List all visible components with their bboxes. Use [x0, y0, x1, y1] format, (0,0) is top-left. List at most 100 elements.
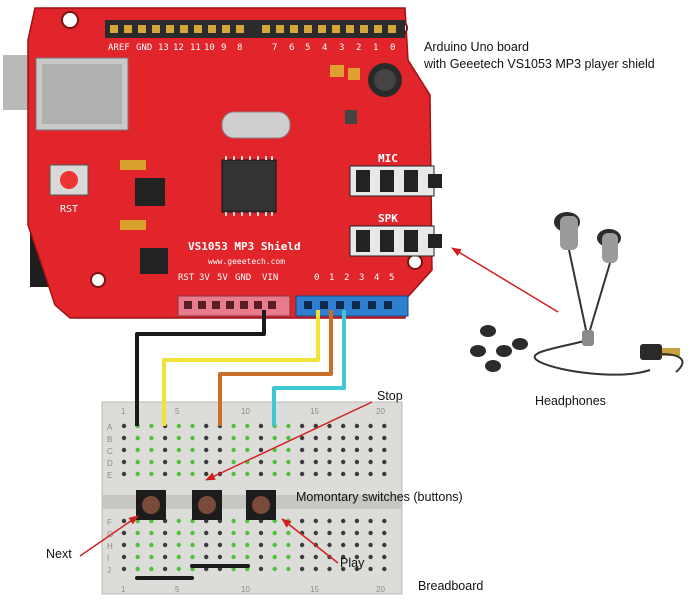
breadboard-hole [217, 530, 223, 536]
breadboard-hole [313, 447, 318, 453]
breadboard-hole [217, 554, 223, 560]
breadboard-hole [272, 554, 277, 560]
breadboard-hole [286, 554, 291, 560]
breadboard-hole [272, 566, 277, 572]
pin-label-2: 2 [356, 43, 361, 53]
breadboard-hole [121, 566, 127, 572]
breadboard-hole [245, 447, 250, 453]
breadboard-hole [135, 447, 140, 453]
breadboard-hole [245, 435, 250, 441]
breadboard-hole [341, 530, 346, 536]
breadboard-hole [341, 435, 346, 441]
breadboard-hole [190, 554, 195, 560]
mic-label: MIC [378, 152, 398, 165]
breadboard-hole [149, 447, 154, 453]
breadboard-hole [135, 459, 140, 465]
breadboard-hole [258, 459, 264, 465]
breadboard-hole [327, 423, 332, 429]
breadboard-hole [341, 542, 346, 548]
pin-label-6: 6 [289, 43, 294, 53]
breadboard-hole [258, 530, 264, 536]
analog-pin-5: 5 [389, 273, 394, 283]
breadboard-hole [162, 471, 168, 477]
pin-label-3: 3 [339, 43, 344, 53]
breadboard-hole [272, 471, 277, 477]
pin-label-9: 9 [221, 43, 226, 53]
breadboard-hole [286, 459, 291, 465]
breadboard-hole [149, 530, 154, 536]
power-pin-rst: RST [178, 273, 195, 283]
breadboard-hole [258, 447, 264, 453]
board-label-line1: Arduino Uno board [424, 40, 529, 54]
breadboard-hole [176, 435, 181, 441]
breadboard-hole [245, 554, 250, 560]
breadboard-hole [382, 566, 387, 572]
breadboard: A B C D E F G H I J 1 5 10 15 20 1 5 10 … [101, 401, 403, 595]
breadboard-hole [354, 423, 360, 429]
spk-label: SPK [378, 212, 398, 225]
breadboard-hole [341, 566, 346, 572]
switches-label: Momontary switches (buttons) [296, 490, 463, 504]
breadboard-hole [341, 518, 346, 524]
breadboard-hole [299, 435, 305, 441]
breadboard-hole [245, 423, 250, 429]
breadboard-hole [121, 423, 127, 429]
row-letter-j: J [107, 566, 111, 575]
breadboard-hole [204, 471, 209, 477]
breadboard-hole [231, 542, 236, 548]
spk-jack [349, 225, 442, 257]
button-next [136, 490, 166, 520]
breadboard-hole [382, 530, 387, 536]
headphones-label: Headphones [535, 394, 606, 408]
breadboard-hole [286, 447, 291, 453]
breadboard-hole [313, 435, 318, 441]
breadboard-hole [190, 471, 195, 477]
crystal [221, 111, 291, 139]
pin-label-13: 13 [158, 43, 169, 53]
col-number-1: 1 [121, 407, 126, 416]
breadboard-hole [162, 530, 168, 536]
breadboard-hole [245, 542, 250, 548]
breadboard-hole [299, 471, 305, 477]
breadboard-hole [368, 554, 373, 560]
breadboard-hole [299, 423, 305, 429]
breadboard-hole [354, 566, 360, 572]
breadboard-hole [354, 530, 360, 536]
breadboard-hole [176, 530, 181, 536]
breadboard-hole [368, 435, 373, 441]
breadboard-hole [368, 447, 373, 453]
row-letter-f: F [107, 518, 112, 527]
breadboard-hole [162, 459, 168, 465]
col-number-1-bottom: 1 [121, 585, 126, 594]
analog-header [295, 295, 409, 317]
arrow-next [79, 515, 139, 557]
analog-pin-0: 0 [314, 273, 319, 283]
breadboard-hole [327, 471, 332, 477]
analog-pin-1: 1 [329, 273, 334, 283]
pin-label-7: 7 [272, 43, 277, 53]
breadboard-hole [176, 447, 181, 453]
row-letter-d: D [107, 459, 113, 468]
breadboard-hole [258, 435, 264, 441]
breadboard-hole [190, 447, 195, 453]
breadboard-hole [135, 530, 140, 536]
breadboard-hole [121, 542, 127, 548]
pin-label-8: 8 [237, 43, 242, 53]
breadboard-hole [217, 459, 223, 465]
breadboard-hole [190, 435, 195, 441]
breadboard-hole [258, 554, 264, 560]
pin-label-5: 5 [305, 43, 310, 53]
pin-label-4: 4 [322, 43, 327, 53]
breadboard-hole [382, 459, 387, 465]
breadboard-hole [245, 471, 250, 477]
button-stop [192, 490, 222, 520]
breadboard-hole [368, 530, 373, 536]
breadboard-hole [204, 459, 209, 465]
breadboard-hole [382, 435, 387, 441]
breadboard-hole [354, 459, 360, 465]
breadboard-hole [382, 447, 387, 453]
stop-label: Stop [377, 389, 403, 403]
breadboard-hole [231, 518, 236, 524]
breadboard-hole [313, 566, 318, 572]
col-number-5: 5 [175, 407, 180, 416]
